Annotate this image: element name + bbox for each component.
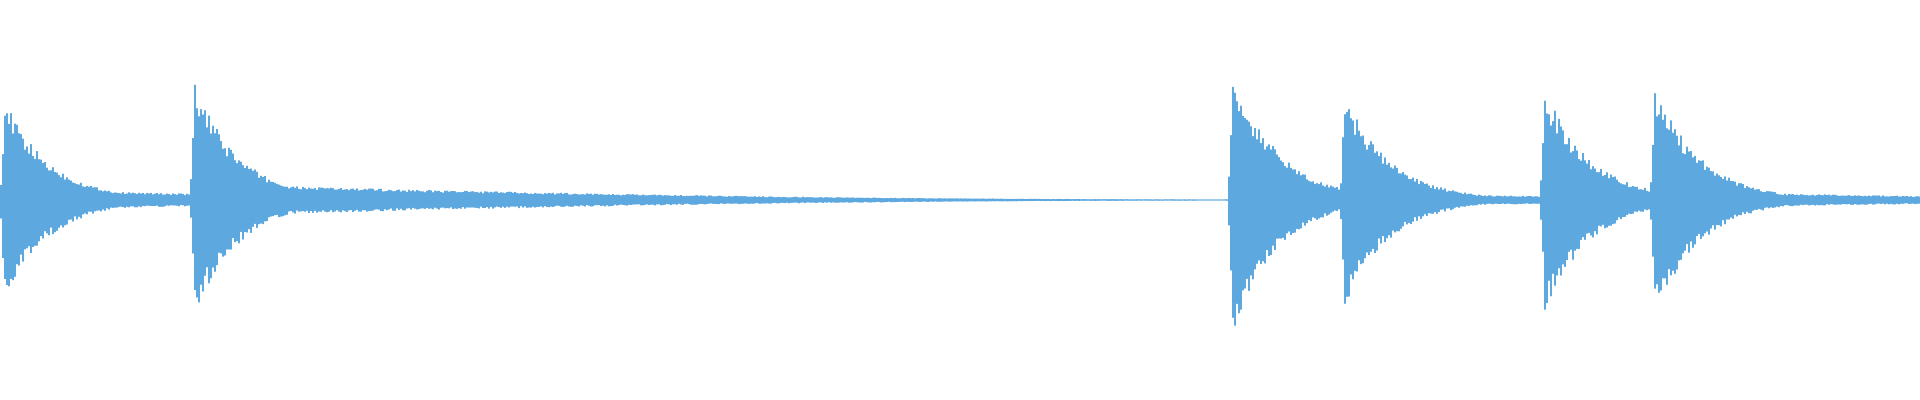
waveform-bars <box>0 84 1920 326</box>
